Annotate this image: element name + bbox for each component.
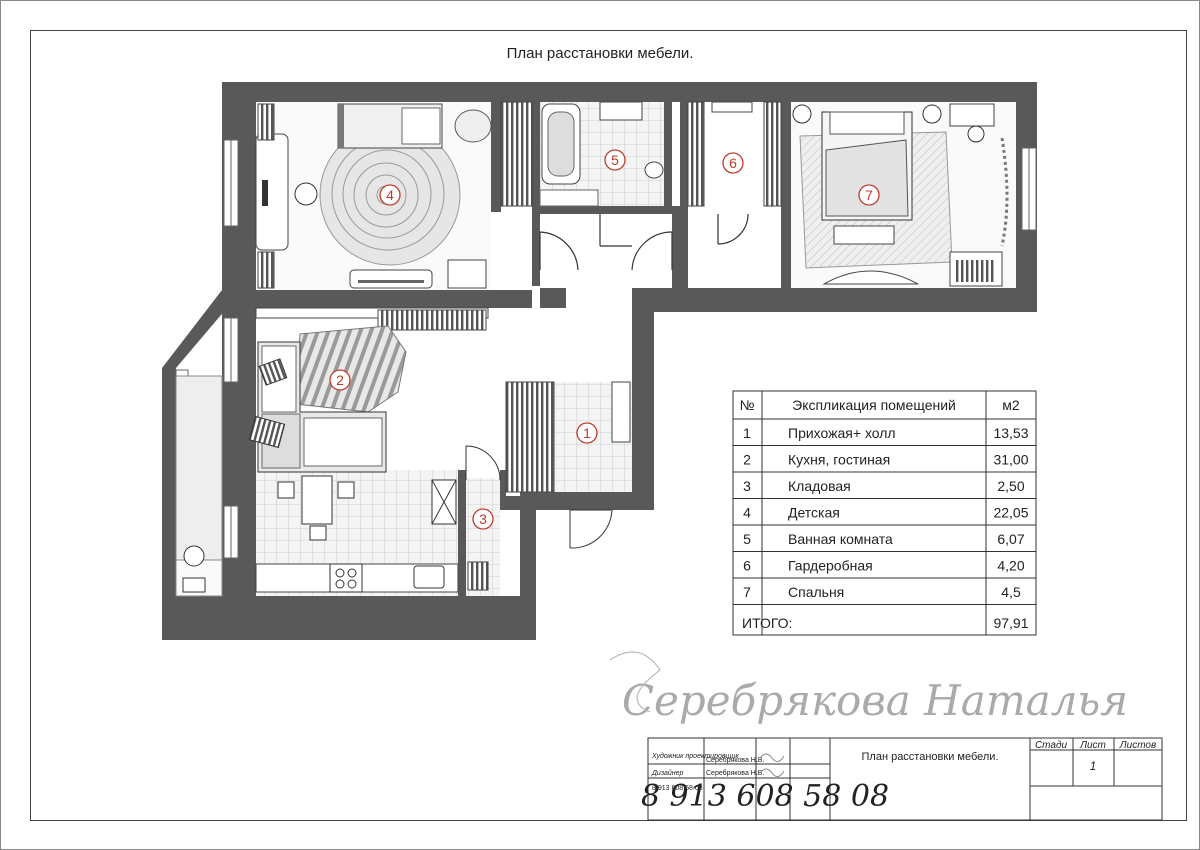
stamp-phone-small: 8 913 608 58 08 (652, 785, 703, 792)
explication-table: № Экспликация помещений м2 1 Прихожая+ хо… (732, 390, 1037, 636)
nursery-chair-icon (447, 259, 487, 289)
nursery-shelf-icon (257, 103, 275, 141)
room-bedroom: 7 (791, 102, 1016, 288)
row-room-name: Кладовая (788, 478, 851, 494)
row-room-name: Спальня (788, 584, 844, 600)
entrance-door-icon (569, 509, 613, 549)
total-value: 97,91 (993, 615, 1028, 631)
balcony (175, 375, 223, 597)
sheet-title: План расстановки мебели. (507, 45, 694, 62)
row-area: 13,53 (993, 425, 1028, 441)
row-room-name: Ванная комната (788, 531, 893, 547)
bench-icon (833, 225, 895, 245)
room-number-1: 1 (583, 425, 591, 441)
total-label: ИТОГО: (742, 615, 792, 631)
row-number: 4 (743, 505, 751, 521)
room-number-5: 5 (611, 152, 619, 168)
designer-signature: Серебрякова Наталья (622, 676, 1128, 725)
desk-chair-icon (294, 182, 318, 206)
nightstand-left-icon (792, 104, 812, 124)
sink-icon (599, 101, 643, 121)
row-room-name: Прихожая+ холл (788, 425, 896, 441)
title-block: Художник проектировщик Серебрякова Н.В. … (647, 737, 1163, 821)
balcony-table-icon (182, 577, 206, 593)
room-kitchen-living: 2 (248, 307, 632, 596)
room-storage: 3 (465, 445, 501, 596)
room-number-7: 7 (865, 187, 873, 203)
col-number-header: № (739, 397, 754, 413)
col-area-header: м2 (1002, 397, 1020, 413)
stamp-col-stage: Стади (1035, 740, 1068, 751)
cooktop-icon (329, 563, 363, 593)
row-number: 3 (743, 478, 751, 494)
room-number-2: 2 (336, 372, 344, 388)
row-number: 1 (743, 425, 751, 441)
stamp-sheet-number: 1 (1090, 759, 1097, 773)
hall-mirror-icon (611, 381, 631, 443)
stamp-role-1: Художник проектировщик (651, 752, 739, 760)
room-number-4: 4 (386, 187, 394, 203)
row-area: 31,00 (993, 452, 1028, 468)
stamp-sheet-title: План расстановки мебели. (862, 751, 999, 763)
stamp-col-sheet: Лист (1079, 740, 1106, 751)
row-room-name: Гардеробная (788, 558, 873, 574)
nightstand-right-icon (922, 104, 942, 124)
stamp-name-1: Серебрякова Н.В. (706, 756, 764, 764)
drawing-frame (30, 30, 1187, 821)
dining-table-icon (277, 475, 355, 541)
phone-number: 8 913 608 58 08 (641, 779, 889, 814)
row-room-name: Кухня, гостиная (788, 452, 890, 468)
row-room-name: Детская (788, 505, 840, 521)
row-area: 4,20 (997, 558, 1024, 574)
row-area: 6,07 (997, 531, 1024, 547)
room-number-6: 6 (729, 155, 737, 171)
row-number: 5 (743, 531, 751, 547)
hall-wardrobe-icon (505, 381, 555, 493)
row-area: 22,05 (993, 505, 1028, 521)
col-name-header: Экспликация помещений (792, 397, 956, 413)
room-bathroom: 5 (539, 101, 664, 207)
stamp-name-2: Серебрякова Н.В. (706, 769, 764, 777)
row-number: 2 (743, 452, 751, 468)
stamp-role-2: Дизайнер (651, 769, 684, 777)
toilet-icon (644, 161, 664, 179)
wardrobe-icon (500, 101, 533, 207)
balcony-chair-icon (183, 545, 205, 567)
bedroom-armchair-icon (822, 270, 919, 285)
pouf-icon (454, 109, 492, 143)
room-dressing: 6 (687, 101, 782, 207)
row-area: 4,5 (1001, 584, 1021, 600)
vanity-icon (949, 103, 995, 127)
desk-icon (255, 133, 289, 251)
walls (162, 82, 1037, 640)
nursery-dresser-icon (349, 269, 433, 289)
room-hall: 1 (505, 381, 632, 549)
nursery-bed-icon (337, 103, 443, 149)
row-area: 2,50 (997, 478, 1024, 494)
kitchen-sink-icon (413, 565, 445, 589)
row-number: 7 (743, 584, 751, 600)
room-number-3: 3 (479, 511, 487, 527)
signature-mark-icon (759, 753, 785, 762)
stamp-col-sheets: Листов (1119, 740, 1156, 751)
doors-upper (539, 213, 749, 271)
row-number: 6 (743, 558, 751, 574)
wall-shelf-icon (255, 307, 489, 319)
room-nursery: 4 (255, 102, 492, 290)
